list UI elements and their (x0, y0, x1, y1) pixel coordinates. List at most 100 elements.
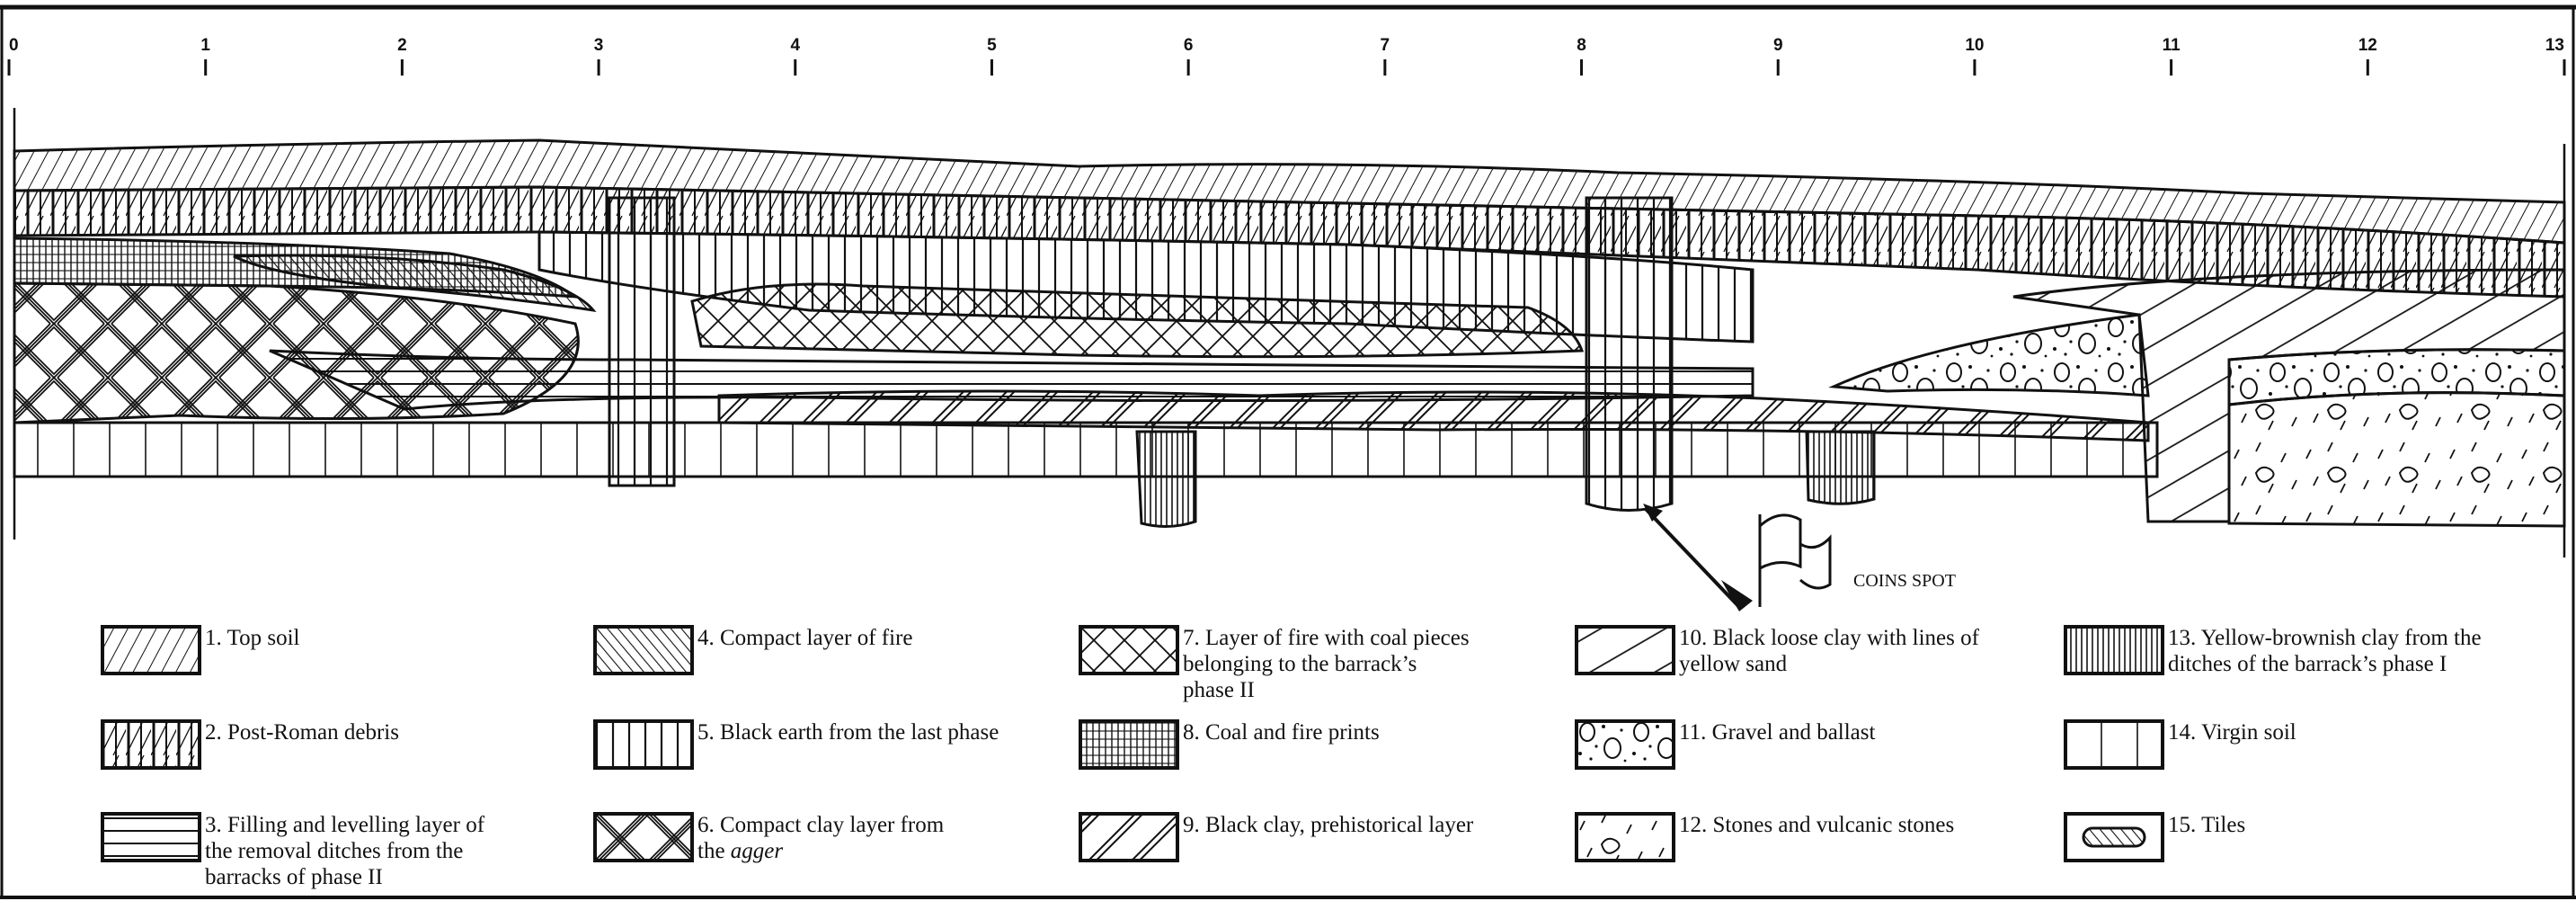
legend-label: 8. Coal and fire prints (1183, 719, 1380, 745)
legend-text: Tiles (2201, 813, 2246, 837)
legend-swatch-stones-dashes-icon (1575, 812, 1675, 862)
legend-number: 14. (2168, 720, 2197, 745)
legend-text-italic: agger (730, 839, 784, 863)
scale-tick-label: 2 (397, 36, 407, 55)
legend-text: Coal and fire prints (1205, 720, 1380, 745)
scale-tick-label: 9 (1773, 36, 1783, 55)
legend-label: 15. Tiles (2168, 812, 2245, 838)
layer-yellow-brownish-clay (1805, 430, 1876, 505)
scale-tick-label: 4 (790, 36, 800, 55)
legend-number: 15. (2168, 813, 2197, 837)
legend-swatch-vertical-diagonal-hatch-icon (101, 719, 201, 770)
legend-swatch-cross-hatch-icon (1079, 625, 1179, 675)
legend-item: 12. Stones and vulcanic stones (1575, 812, 1954, 862)
legend-item: 7. Layer of fire with coal pieces belong… (1079, 625, 1470, 703)
legend-number: 9. (1183, 813, 1200, 837)
scale-tick-label: 1 (200, 36, 210, 55)
legend-item: 15. Tiles (2064, 812, 2245, 862)
layer-black-loose-clay (2012, 268, 2566, 523)
legend-swatch-diagonal-hatch-dense-icon (101, 625, 201, 675)
legend-label: 7. Layer of fire with coal pieces belong… (1183, 625, 1470, 703)
legend-item: 13. Yellow-brownish clay from the ditche… (2064, 625, 2482, 677)
scale-tick-label: 7 (1381, 36, 1390, 55)
scale-tick-label: 0 (9, 36, 19, 55)
legend-swatch-tile-shape-icon (2064, 812, 2164, 862)
scale-tick-label: 6 (1184, 36, 1194, 55)
legend-label: 9. Black clay, prehistorical layer (1183, 812, 1473, 838)
legend-number: 7. (1183, 626, 1200, 650)
legend-number: 12. (1679, 813, 1708, 837)
layer-black-earth (1585, 196, 1674, 512)
section-layers (13, 138, 2566, 528)
legend-item: 9. Black clay, prehistorical layer (1079, 812, 1473, 862)
scale-tick-label: 12 (2358, 36, 2377, 55)
layer-compact-fire (233, 254, 597, 313)
legend-label: 4. Compact layer of fire (697, 625, 913, 651)
legend-label: 11. Gravel and ballast (1679, 719, 1875, 745)
legend-label: 1. Top soil (205, 625, 299, 651)
legend-item: 11. Gravel and ballast (1575, 719, 1875, 770)
scale-tick-label: 3 (594, 36, 604, 55)
legend-text: Layer of fire with coal pieces belonging… (1183, 626, 1470, 702)
legend-number: 2. (205, 720, 222, 745)
layer-black-clay-prehistoric (717, 389, 2150, 442)
scale-tick-label: 11 (2163, 36, 2181, 55)
legend-number: 13. (2168, 626, 2197, 650)
legend-label: 6. Compact clay layer from the agger (697, 812, 944, 864)
legend-number: 4. (697, 626, 715, 650)
legend-number: 11. (1679, 720, 1707, 745)
flag-icon (1758, 513, 1832, 607)
scale-tick-label: 8 (1577, 36, 1586, 55)
legend-item: 4. Compact layer of fire (593, 625, 913, 675)
legend-number: 10. (1679, 626, 1708, 650)
legend-swatch-vertical-lines-icon (593, 719, 694, 770)
arrow-icon (1643, 506, 1741, 609)
legend-swatch-double-cross-hatch-icon (593, 812, 694, 862)
legend-swatch-pebbles-dots-icon (1575, 719, 1675, 770)
scale-tick-label: 5 (987, 36, 997, 55)
arrowhead-icon (1643, 504, 1663, 522)
scale-tick-label: 10 (1965, 36, 1984, 55)
legend-text: Compact layer of fire (720, 626, 913, 650)
legend-item: 3. Filling and levelling layer of the re… (101, 812, 484, 890)
legend-swatch-grid-dense-icon (1079, 719, 1179, 770)
legend-item: 5. Black earth from the last phase (593, 719, 999, 770)
legend-text: Virgin soil (2201, 720, 2296, 745)
legend-swatch-vertical-lines-dense-icon (2064, 625, 2164, 675)
legend-item: 6. Compact clay layer from the agger (593, 812, 944, 864)
legend-number: 3. (205, 813, 222, 837)
legend-number: 1. (205, 626, 222, 650)
layer-stones-vulcanic (2227, 391, 2566, 528)
legend-swatch-double-diagonal-lines-icon (1079, 812, 1179, 862)
legend-number: 6. (697, 813, 715, 837)
legend-label: 14. Virgin soil (2168, 719, 2296, 745)
scale-tick-label: 13 (2545, 36, 2564, 55)
layer-black-earth (608, 196, 676, 487)
legend-text: Filling and levelling layer of the remov… (205, 813, 485, 889)
legend-text: Black clay, prehistorical layer (1205, 813, 1474, 837)
legend-label: 12. Stones and vulcanic stones (1679, 812, 1954, 838)
layer-fire-with-coal (690, 282, 1585, 359)
legend-item: 14. Virgin soil (2064, 719, 2296, 770)
legend-item: 10. Black loose clay with lines of yello… (1575, 625, 1979, 677)
layer-gravel-ballast (1828, 313, 2150, 397)
legend-label: 10. Black loose clay with lines of yello… (1679, 625, 1979, 677)
legend-text: Yellow-brownish clay from the ditches of… (2168, 626, 2482, 676)
legend-swatch-vertical-lines-wide-icon (2064, 719, 2164, 770)
legend-label: 13. Yellow-brownish clay from the ditche… (2168, 625, 2482, 677)
arrow-fletching-icon (1721, 580, 1753, 611)
legend-label: 5. Black earth from the last phase (697, 719, 999, 745)
coins-spot-label: COINS SPOT (1853, 571, 1956, 591)
legend-text: Top soil (227, 626, 300, 650)
layer-yellow-brownish-clay (1135, 430, 1197, 528)
legend-text: Black loose clay with lines of yellow sa… (1679, 626, 1979, 676)
legend-item: 2. Post-Roman debris (101, 719, 399, 770)
legend-text: Compact clay layer from the (697, 813, 945, 863)
legend-text: Stones and vulcanic stones (1712, 813, 1955, 837)
legend-item: 1. Top soil (101, 625, 299, 675)
legend-text: Post-Roman debris (227, 720, 399, 745)
legend-swatch-wide-diagonal-lines-icon (1575, 625, 1675, 675)
legend-text: Black earth from the last phase (720, 720, 999, 745)
